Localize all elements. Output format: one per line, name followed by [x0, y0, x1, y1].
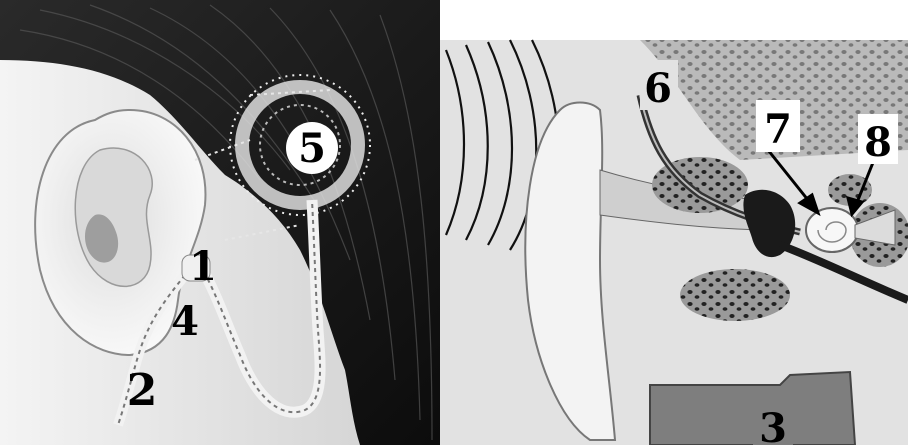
- label-2: 2: [127, 365, 158, 416]
- label-7: 7: [764, 106, 792, 153]
- right-panel-inner-ear-view: 6 7 8 3: [440, 0, 908, 445]
- label-1: 1: [189, 243, 217, 290]
- label-8: 8: [864, 119, 892, 166]
- label-6: 6: [644, 65, 672, 112]
- label-3: 3: [759, 405, 787, 445]
- left-panel-behind-ear-view: 5 1 4 2: [0, 0, 440, 445]
- label-5: 5: [298, 125, 326, 172]
- label-4: 4: [171, 298, 199, 345]
